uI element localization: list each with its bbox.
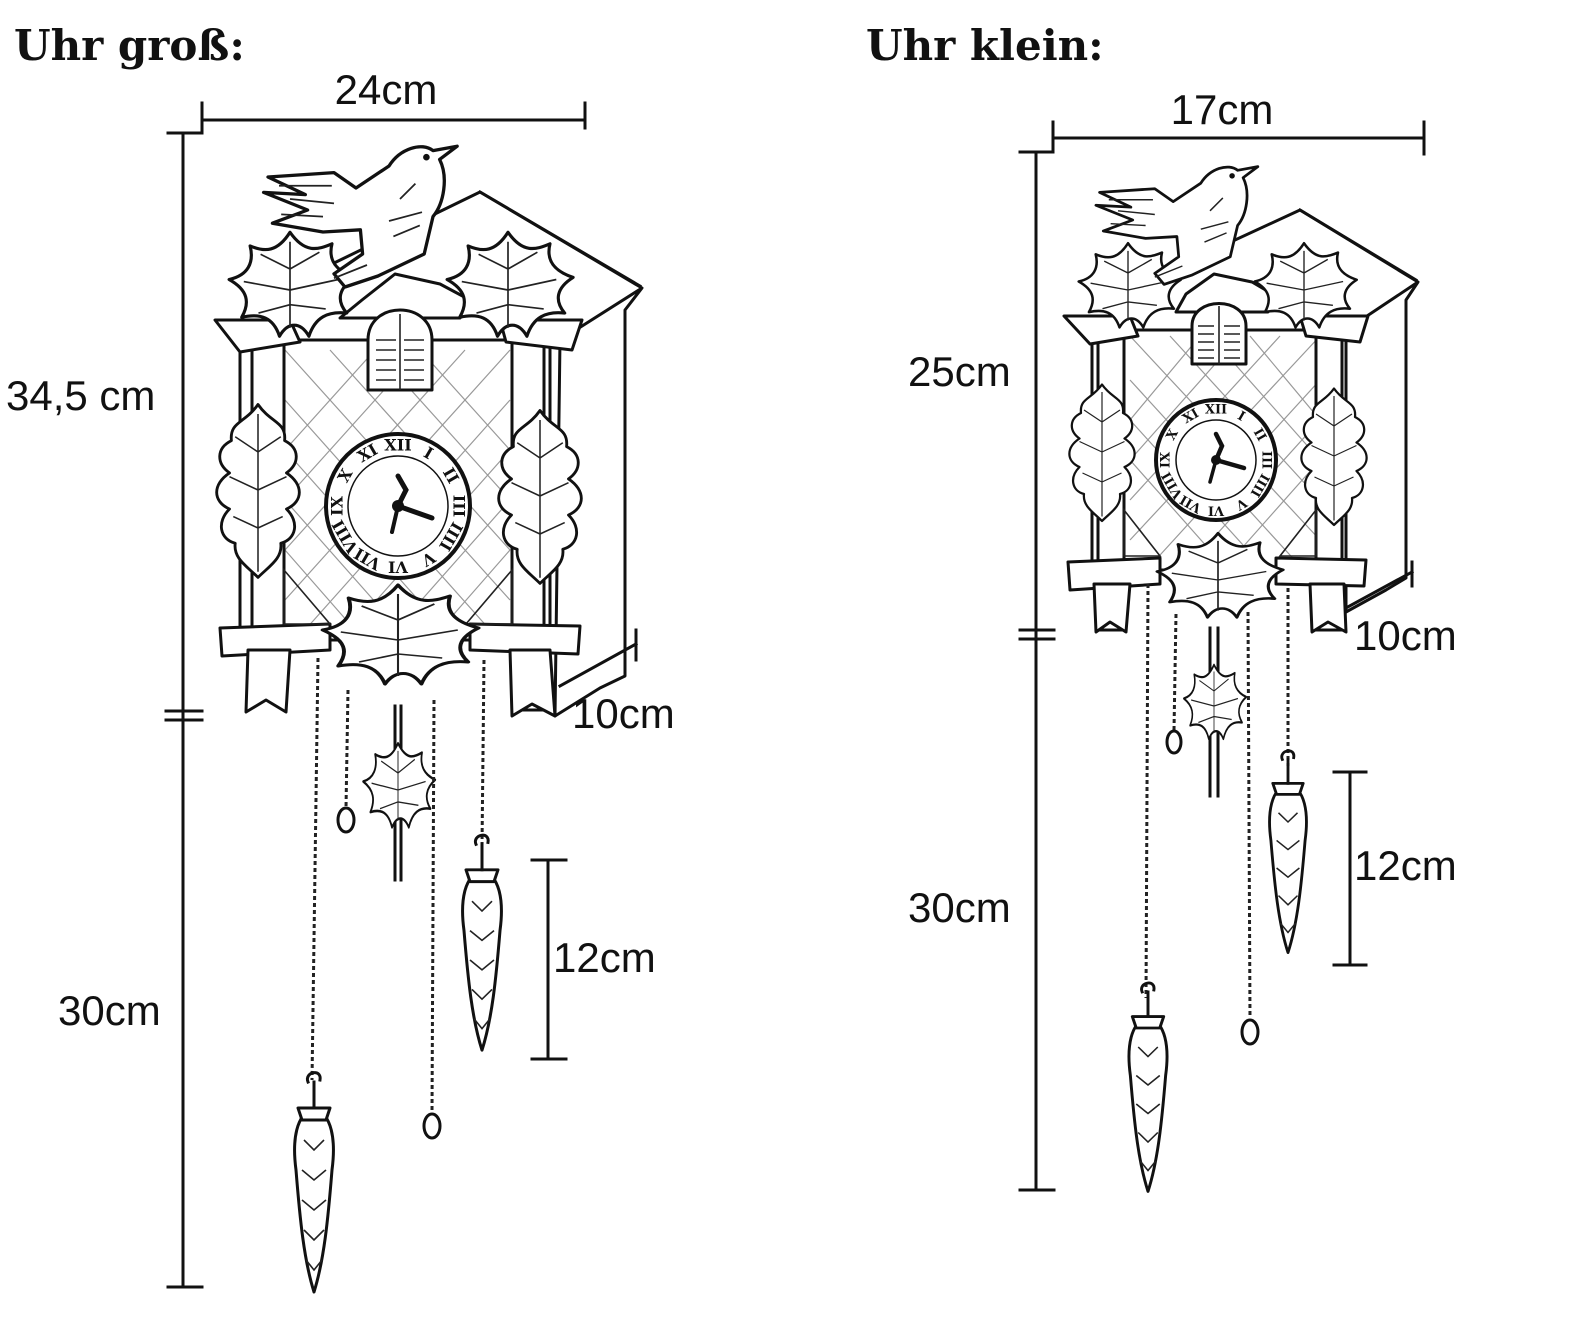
clock-large-numeral: XII bbox=[384, 436, 411, 455]
clock-small-depth-label: 10cm bbox=[1354, 612, 1457, 659]
clock-small-panel: Uhr klein: 17cm 25cm 30cm bbox=[866, 21, 1457, 1193]
clock-large-weight-label: 12cm bbox=[553, 934, 656, 981]
clock-small-height-dimension: 25cm 30cm bbox=[908, 150, 1056, 1192]
clock-small-numeral: XII bbox=[1205, 403, 1227, 418]
clock-small-height-label: 25cm bbox=[908, 348, 1011, 395]
clock-large-panel: Uhr groß: 24cm 34,5 cm 30cm bbox=[6, 21, 675, 1294]
clock-large-cuckoo-door bbox=[366, 308, 434, 392]
clock-large-numeral: III bbox=[450, 495, 469, 517]
clock-small-width-dimension: 17cm bbox=[1051, 86, 1426, 156]
clock-small-numeral: XI bbox=[1180, 406, 1202, 427]
clock-small-numeral: III bbox=[1259, 451, 1274, 469]
clock-small-title: Uhr klein: bbox=[866, 21, 1104, 70]
clock-small-weight-dimension: 12cm bbox=[1332, 770, 1457, 967]
clock-large-numeral: VI bbox=[388, 558, 409, 577]
clock-large-chain-label: 30cm bbox=[58, 987, 161, 1034]
clock-large-title: Uhr groß: bbox=[14, 21, 245, 70]
clock-large-depth-label: 10cm bbox=[572, 690, 675, 737]
clock-small-chain-label: 30cm bbox=[908, 884, 1011, 931]
clock-small-numeral: VI bbox=[1208, 503, 1225, 518]
clock-small-width-label: 17cm bbox=[1171, 86, 1274, 133]
clock-large-height-dimension: 34,5 cm 30cm bbox=[6, 131, 204, 1289]
clock-large-width-label: 24cm bbox=[335, 66, 438, 113]
clock-large-numeral: IX bbox=[328, 495, 347, 515]
clock-large-width-dimension: 24cm bbox=[200, 66, 587, 134]
clock-small-weight-label: 12cm bbox=[1354, 842, 1457, 889]
clock-small-cuckoo-door bbox=[1190, 302, 1248, 366]
clock-large-height-label: 34,5 cm bbox=[6, 372, 155, 419]
clock-small-numeral: IX bbox=[1159, 451, 1174, 468]
clock-large-weight-dimension: 12cm bbox=[530, 858, 656, 1061]
